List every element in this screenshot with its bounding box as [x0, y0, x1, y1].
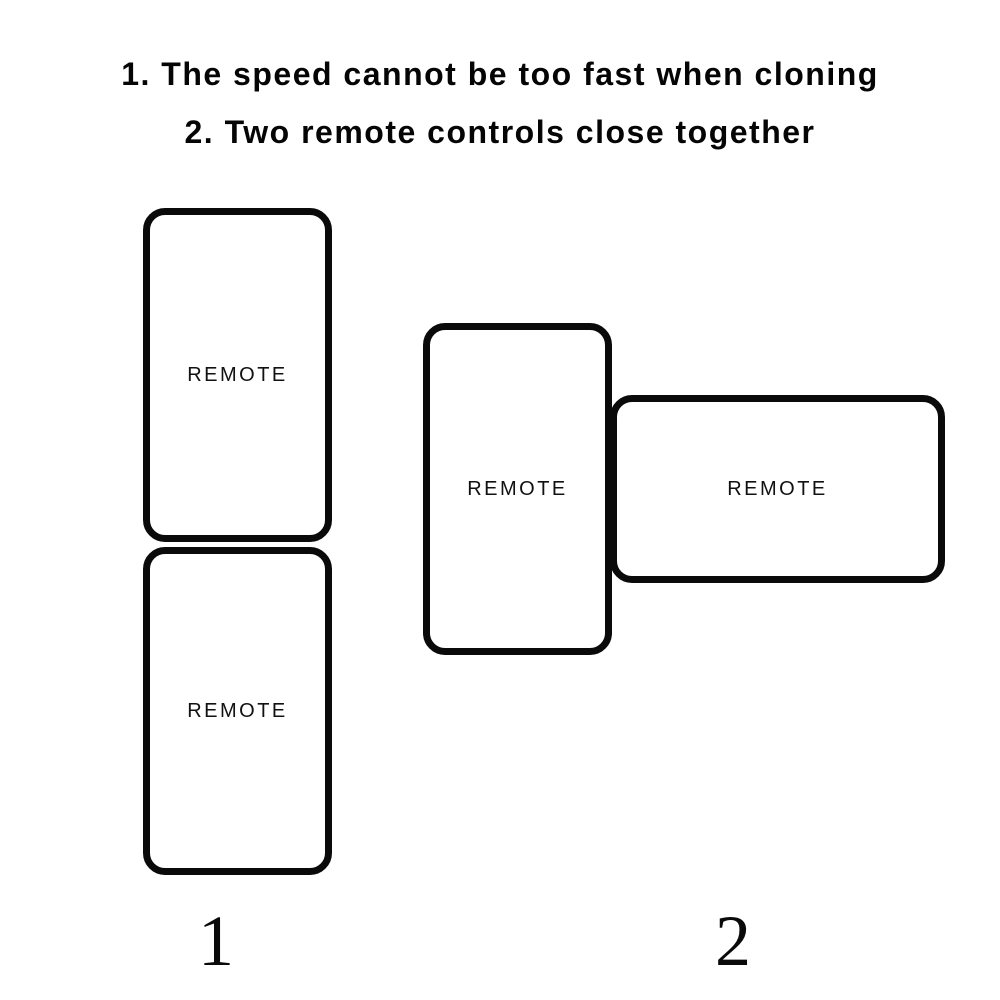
figure-1-number: 1: [198, 901, 234, 981]
figure1-remote-bottom: REMOTE: [143, 547, 332, 875]
figure2-remote-horizontal: REMOTE: [610, 395, 945, 583]
figure1-remote-top: REMOTE: [143, 208, 332, 542]
instruction-line-2: 2. Two remote controls close together: [184, 114, 816, 150]
figure-2-number: 2: [715, 901, 751, 981]
remote-label: REMOTE: [467, 477, 568, 500]
figure2-remote-vertical: REMOTE: [423, 323, 612, 655]
remote-label: REMOTE: [727, 477, 828, 500]
remote-label: REMOTE: [187, 699, 288, 722]
remote-label: REMOTE: [187, 363, 288, 386]
instruction-line-1: 1. The speed cannot be too fast when clo…: [121, 56, 879, 92]
